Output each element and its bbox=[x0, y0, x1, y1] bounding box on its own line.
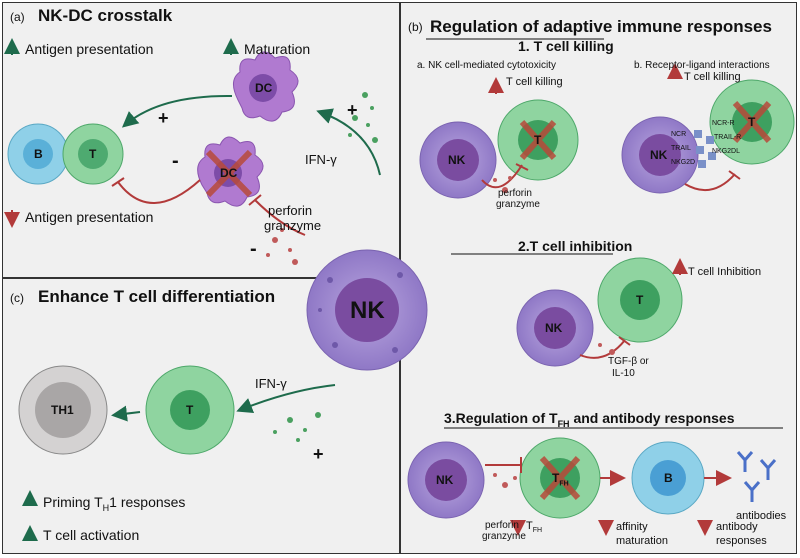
label-antigen-down: Antigen presentation bbox=[25, 209, 154, 225]
cell-label-dc: DC bbox=[255, 81, 273, 95]
nk-cell-center bbox=[306, 249, 428, 371]
label-granzyme-b: granzyme bbox=[496, 199, 540, 210]
center-nk-label: NK bbox=[350, 297, 385, 324]
cell-label-t-2: T bbox=[636, 293, 644, 307]
label-antibody-1: antibody bbox=[716, 521, 758, 533]
plus-sign-c: + bbox=[313, 444, 324, 464]
sub-a-label: a. NK cell-mediated cytotoxicity bbox=[417, 60, 556, 71]
plus-sign: + bbox=[347, 100, 358, 120]
antibody-icon bbox=[736, 451, 777, 502]
panel-c-tag: (c) bbox=[10, 291, 24, 305]
label-antibodies: antibodies bbox=[736, 510, 787, 522]
cell-label-nk-2: NK bbox=[545, 321, 563, 335]
minus-sign: - bbox=[172, 150, 179, 172]
label-activation: T cell activation bbox=[43, 527, 140, 543]
panel-c-title: Enhance T cell differentiation bbox=[38, 287, 276, 306]
cell-label-b: B bbox=[34, 147, 43, 161]
cell-label-t-1b: T bbox=[748, 115, 756, 129]
panel-b-tag: (b) bbox=[408, 20, 423, 34]
plus-sign: + bbox=[158, 108, 169, 128]
label-perforin-a: perforin bbox=[268, 203, 313, 218]
label-antigen-up: Antigen presentation bbox=[25, 41, 154, 57]
label-affinity-2: maturation bbox=[616, 535, 668, 547]
label-trail: TRAIL bbox=[671, 145, 691, 152]
cell-label-th1: TH1 bbox=[51, 403, 74, 417]
label-perforin-b: perforin bbox=[498, 188, 532, 199]
panel-a-title: NK-DC crosstalk bbox=[38, 6, 173, 25]
cell-label-nk-1b: NK bbox=[650, 148, 668, 162]
label-t-inhibition: T cell Inhibition bbox=[688, 266, 762, 278]
cell-label-nk-1a: NK bbox=[448, 153, 466, 167]
cell-label-tfh: TFH bbox=[552, 471, 569, 488]
panel-b-title: Regulation of adaptive immune responses bbox=[430, 17, 772, 36]
minus-sign: - bbox=[250, 238, 257, 260]
section-3-title: 3.Regulation of TFH and antibody respons… bbox=[444, 410, 735, 429]
label-t-killing-a: T cell killing bbox=[506, 76, 563, 88]
sub-b-label: b. Receptor-ligand interactions bbox=[634, 60, 770, 71]
section-2-title: 2.T cell inhibition bbox=[518, 238, 633, 254]
section-1-title: 1. T cell killing bbox=[518, 38, 614, 54]
label-ifn-c: IFN-γ bbox=[255, 376, 287, 391]
label-granzyme-a: granzyme bbox=[264, 218, 322, 233]
label-tgf: TGF-β or bbox=[608, 356, 649, 367]
label-affinity-1: affinity bbox=[616, 521, 648, 533]
label-trail-r: TRAIL-R bbox=[714, 134, 742, 141]
label-ncr: NCR bbox=[671, 131, 687, 138]
label-antibody-2: responses bbox=[716, 535, 767, 547]
dendritic-cell bbox=[233, 51, 299, 122]
label-maturation: Maturation bbox=[244, 41, 311, 57]
label-ifn-a: IFN-γ bbox=[305, 152, 337, 167]
label-tfh-down: TFH bbox=[526, 520, 543, 535]
cell-label-t-1a: T bbox=[534, 133, 542, 147]
label-granzyme-3: granzyme bbox=[482, 531, 526, 542]
cell-label-nk-3: NK bbox=[436, 473, 454, 487]
label-t-killing-b: T cell killing bbox=[684, 71, 741, 83]
label-nkg2d: NKG2D bbox=[671, 159, 696, 166]
dendritic-cell-dead bbox=[197, 136, 264, 207]
cell-label-t: T bbox=[89, 147, 97, 161]
label-ncr-r: NCR-R bbox=[712, 120, 735, 127]
label-priming: Priming TH1 responses bbox=[43, 494, 186, 513]
cell-label-b-3: B bbox=[664, 471, 673, 485]
panel-a-tag: (a) bbox=[10, 10, 25, 24]
label-il10: IL-10 bbox=[612, 368, 635, 379]
label-nkg2dl: NKG2DL bbox=[712, 148, 741, 155]
cell-label-dc-dead: DC bbox=[220, 166, 238, 180]
label-perforin-3: perforin bbox=[485, 520, 519, 531]
cell-label-t-c: T bbox=[186, 403, 194, 417]
